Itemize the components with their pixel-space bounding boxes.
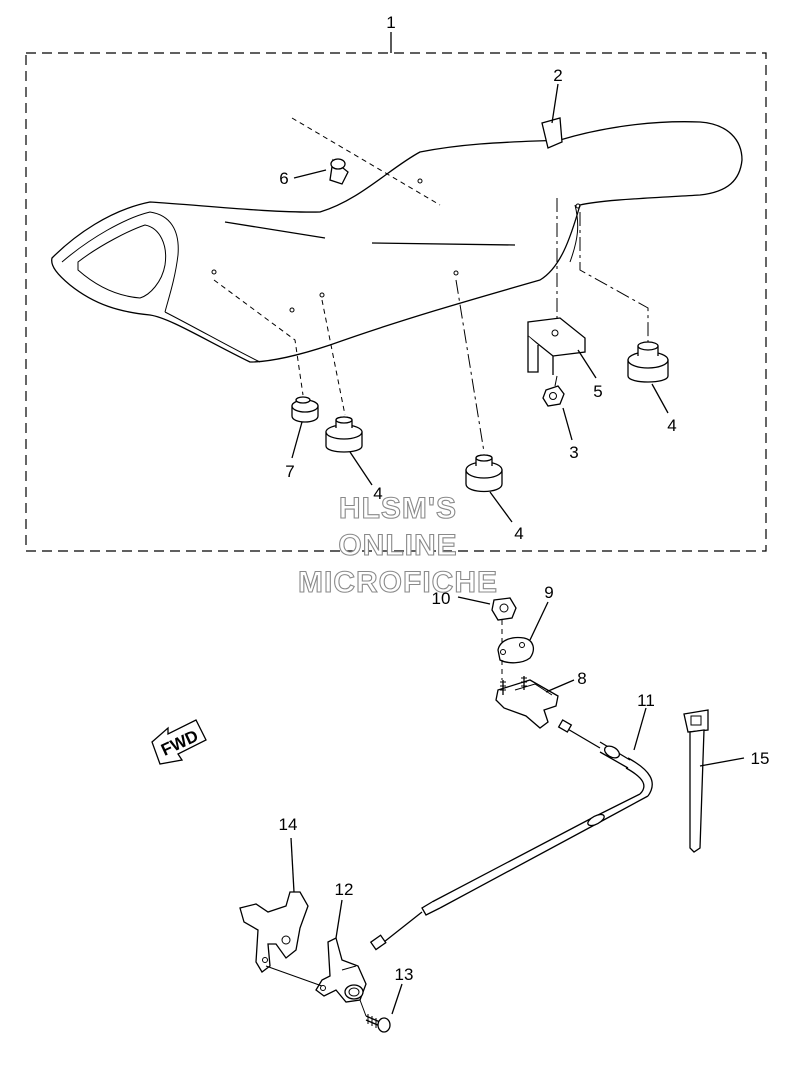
- callout-4-right: 4: [667, 416, 676, 435]
- callout-4-lower: 4: [514, 524, 523, 543]
- callout-6: 6: [279, 169, 288, 188]
- fwd-arrow: FWD: [151, 719, 207, 765]
- part-8-bracket: [495, 676, 559, 729]
- leader-9: [529, 601, 549, 641]
- leader-15: [699, 757, 745, 767]
- axis-4-right: [579, 212, 649, 342]
- watermark-line2: ONLINE: [338, 529, 457, 562]
- callout-9: 9: [544, 583, 553, 602]
- axis-4-middle: [321, 299, 346, 416]
- leader-12: [335, 899, 343, 939]
- seat-seam-left: [224, 221, 326, 239]
- callout-7: 7: [285, 462, 294, 481]
- leader-7: [291, 421, 303, 459]
- callout-10: 10: [432, 589, 451, 608]
- watermark-line1: HLSM'S: [339, 492, 457, 525]
- callout-1: 1: [386, 13, 395, 32]
- watermark-line3: MICROFICHE: [298, 566, 498, 599]
- part-6-bolt: [329, 158, 349, 185]
- part-12-holder: [315, 937, 367, 1003]
- callout-8: 8: [577, 669, 586, 688]
- assembly-boundary: [25, 52, 767, 552]
- axis-4-lower: [455, 279, 485, 453]
- mount-hole: [319, 292, 325, 298]
- leader-4-right: [651, 383, 669, 414]
- seat-tail-cowl: [61, 211, 179, 313]
- leader-8: [545, 679, 575, 693]
- watermark: HLSM'S ONLINE MICROFICHE: [297, 491, 498, 599]
- axis-6: [291, 117, 441, 206]
- callout-2: 2: [553, 66, 562, 85]
- part-13-bolt: [365, 1014, 391, 1033]
- mount-hole: [211, 269, 217, 275]
- mount-hole: [453, 270, 459, 276]
- part-5-bracket: [527, 317, 586, 375]
- part-4-damper-lower: [465, 454, 503, 493]
- callout-4-middle: 4: [373, 484, 382, 503]
- seat-base-edge: [164, 311, 261, 363]
- axis-12: [265, 965, 323, 987]
- seat-assembly: [51, 117, 743, 363]
- leader-2: [551, 83, 559, 124]
- part-7-damper: [291, 396, 319, 423]
- part-15-cable-tie: [683, 709, 709, 853]
- callout-15: 15: [751, 749, 770, 768]
- part-3-nut: [542, 385, 565, 407]
- callout-11: 11: [637, 691, 655, 710]
- seat-seam-right: [371, 242, 516, 246]
- part-11-cable: [369, 719, 653, 951]
- leader-4-middle: [349, 451, 373, 486]
- callout-12: 12: [335, 880, 354, 899]
- seat-outline: [51, 121, 743, 363]
- callout-14: 14: [279, 815, 298, 834]
- callout-5: 5: [593, 382, 602, 401]
- leader-13: [391, 983, 403, 1015]
- part-4-damper-right: [627, 341, 669, 383]
- seat-tail-recess: [77, 224, 167, 299]
- axis-13: [359, 999, 367, 1017]
- leader-6: [293, 169, 327, 179]
- leader-14: [290, 837, 295, 893]
- mount-hole: [417, 178, 423, 184]
- axis-3: [554, 375, 558, 387]
- part-2-strap: [541, 117, 563, 149]
- part-9-plate: [497, 636, 535, 664]
- mount-hole: [289, 307, 295, 313]
- part-4-damper-middle: [325, 416, 363, 453]
- axis-7: [213, 279, 304, 396]
- part-14-bracket: [239, 891, 309, 973]
- part-10-nut: [491, 597, 517, 621]
- leader-5: [577, 349, 597, 379]
- leader-11: [633, 707, 647, 751]
- callout-3: 3: [569, 443, 578, 462]
- seat-front-edge: [569, 204, 579, 263]
- leader-4-lower: [489, 491, 513, 523]
- leader-3: [562, 407, 573, 441]
- mount-hole: [575, 203, 581, 209]
- callout-13: 13: [395, 965, 414, 984]
- leader-10: [457, 596, 491, 605]
